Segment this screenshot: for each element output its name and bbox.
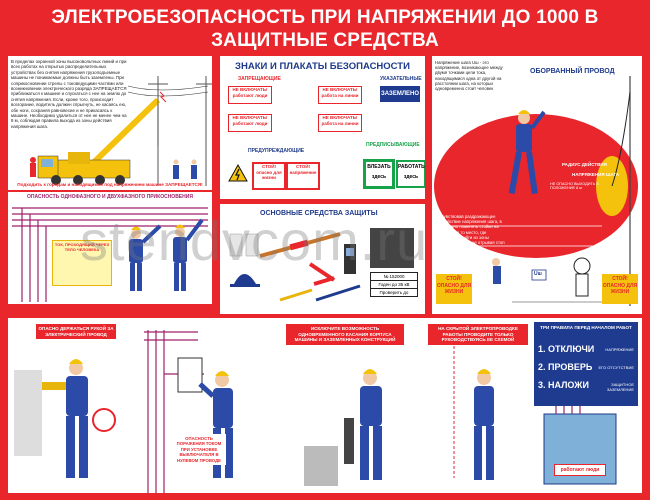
rule-3: 3. НАЛОЖИ	[538, 380, 589, 390]
sign-no-switch-2: НЕ ВКЛЮЧАТЬ! работа на линии	[318, 86, 362, 104]
sign-no-switch-4: НЕ ВКЛЮЧАТЬ! работа на линии	[318, 114, 362, 132]
sign-no-switch-1: НЕ ВКЛЮЧАТЬ! работают люди	[228, 86, 272, 104]
cabinet-sign: работают люди	[554, 464, 606, 476]
signs-prescr-header: ПРЕДПИСЫВАЮЩИЕ	[366, 142, 420, 148]
rule-1: 1. ОТКЛЮЧИ	[538, 344, 595, 354]
crane-text: В пределах охранной зоны высоковольтных …	[11, 59, 127, 129]
p2-caption: ОПАСНОСТЬ ПОРАЖЕНИЯ ТОКОМ ПРИ УСТАНОВКЕ …	[172, 434, 226, 466]
signs-panel: ЗНАКИ И ПЛАКАТЫ БЕЗОПАСНОСТИ ЗАПРЕЩАЮЩИЕ…	[220, 56, 425, 199]
sign-stop-voltage: СТОЙ! напряжение	[286, 162, 320, 190]
step-intro: Напряжение шага Uш - это напряжение, воз…	[435, 60, 503, 92]
sign-grounded: ЗАЗЕМЛЕНО	[380, 86, 420, 102]
p1-title: ОПАСНО ДЕРЖАТЬСЯ РУКОЙ ЗА ЭЛЕКТРИЧЕСКИЙ …	[36, 324, 116, 340]
current-formula-box: ТОК, ПРОХОДЯЩИЙ ЧЕРЕЗ ТЕЛО ЧЕЛОВЕКА	[52, 240, 112, 286]
test-label: № 152000 Годен до 35 кВ Проверить до	[370, 272, 418, 297]
sign-no-switch-3: НЕ ВКЛЮЧАТЬ! работают люди	[228, 114, 272, 132]
step-voltage-panel: Напряжение шага Uш - это напряжение, воз…	[432, 56, 642, 314]
signs-col-point: УКАЗАТЕЛЬНЫЕ	[380, 76, 422, 82]
title-line-1: ЭЛЕКТРОБЕЗОПАСНОСТЬ ПРИ НАПРЯЖЕНИИ ДО 10…	[51, 7, 599, 28]
crane-illustration	[30, 76, 212, 186]
step-voltage-illustration	[434, 76, 638, 306]
sign-work-here: РАБОТАТЬ здесь	[396, 160, 425, 188]
rule-1-note: НАПРЯЖЕНИЕ	[605, 347, 634, 352]
bottom-panel: ОПАСНО ДЕРЖАТЬСЯ РУКОЙ ЗА ЭЛЕКТРИЧЕСКИЙ …	[8, 318, 642, 493]
title-line-2: ЗАЩИТНЫЕ СРЕДСТВА	[211, 30, 439, 51]
stop-sign-right: СТОЙ! ОПАСНО ДЛЯ ЖИЗНИ	[602, 274, 638, 304]
sign-stop-danger: СТОЙ! опасно для жизни	[252, 162, 286, 190]
radius-label: РАДИУС ДЕЙСТВИЯ	[562, 162, 607, 167]
touch-header: ОПАСНОСТЬ ОДНОФАЗНОГО И ДВУХФАЗНОГО ПРИК…	[27, 194, 193, 200]
crane-warning: Подходить к городам и находящимся под на…	[17, 182, 203, 187]
broken-wire-label: ОБОРВАННЫЙ ПРОВОД	[530, 68, 615, 75]
rule-2: 2. ПРОВЕРЬ	[538, 362, 593, 372]
radius-note: НЕ ОПАСНО ВЫХОДИТЬ В ПОЛОЖЕНИЕ 8 м	[550, 182, 599, 190]
signs-header: ЗНАКИ И ПЛАКАТЫ БЕЗОПАСНОСТИ	[235, 61, 410, 72]
rules-title: ТРИ ПРАВИЛА ПЕРЕД НАЧАЛОМ РАБОТ	[540, 325, 632, 330]
sign-stop-danger-text: СТОЙ! опасно для жизни	[256, 164, 282, 180]
signs-col-forbid: ЗАПРЕЩАЮЩИЕ	[238, 76, 281, 82]
crane-panel: В пределах охранной зоны высоковольтных …	[8, 56, 212, 190]
step-voltage-label: НАПРЯЖЕНИЯ ШАГА	[572, 172, 620, 177]
current-box-title: ТОК, ПРОХОДЯЩИЙ ЧЕРЕЗ ТЕЛО ЧЕЛОВЕКА	[54, 242, 110, 252]
means-panel: ОСНОВНЫЕ СРЕДСТВА ЗАЩИТЫ № 152000	[220, 204, 425, 314]
stop-sign-left: СТОЙ! ОПАСНО ДЛЯ ЖИЗНИ	[436, 274, 472, 304]
test-label-next: Проверить до	[379, 290, 409, 295]
watermark: stendvcom.ru	[80, 209, 429, 272]
test-label-fit: Годен до 35 кВ	[371, 281, 417, 289]
signs-warn-header: ПРЕДУПРЕЖДАЮЩИЕ	[248, 148, 305, 154]
rules-block: ТРИ ПРАВИЛА ПЕРЕД НАЧАЛОМ РАБОТ 1. ОТКЛЮ…	[534, 322, 638, 406]
lightning-triangle-icon	[228, 164, 248, 182]
protection-tools	[229, 228, 414, 302]
means-header: ОСНОВНЫЕ СРЕДСТВА ЗАЩИТЫ	[260, 210, 378, 217]
u-label: Uш	[534, 271, 542, 277]
step-desc: Почувствовав раздражающее воздействие на…	[436, 214, 505, 251]
rule-3-note: ЗАЩИТНОЕ ЗАЗЕМЛЕНИЕ	[606, 382, 634, 392]
test-label-no: № 152000	[371, 273, 417, 281]
sign-climb-here: ВЛЕЗАТЬ здесь	[363, 159, 395, 189]
p4-title: НА СКРЫТОЙ ЭЛЕКТРОПРОВОДКЕ РАБОТЫ ПРОВОД…	[428, 324, 528, 345]
touch-illustration	[12, 207, 208, 302]
poster-title: ЭЛЕКТРОБЕЗОПАСНОСТЬ ПРИ НАПРЯЖЕНИИ ДО 10…	[0, 6, 650, 52]
sign-stop-voltage-text: СТОЙ! напряжение	[289, 164, 317, 175]
p3-title: ИСКЛЮЧИТЕ ВОЗМОЖНОСТЬ ОДНОВРЕМЕННОГО КАС…	[286, 324, 404, 345]
rule-2-note: ЕГО ОТСУТСТВИЕ	[598, 365, 634, 370]
touch-panel: ОПАСНОСТЬ ОДНОФАЗНОГО И ДВУХФАЗНОГО ПРИК…	[8, 192, 212, 304]
